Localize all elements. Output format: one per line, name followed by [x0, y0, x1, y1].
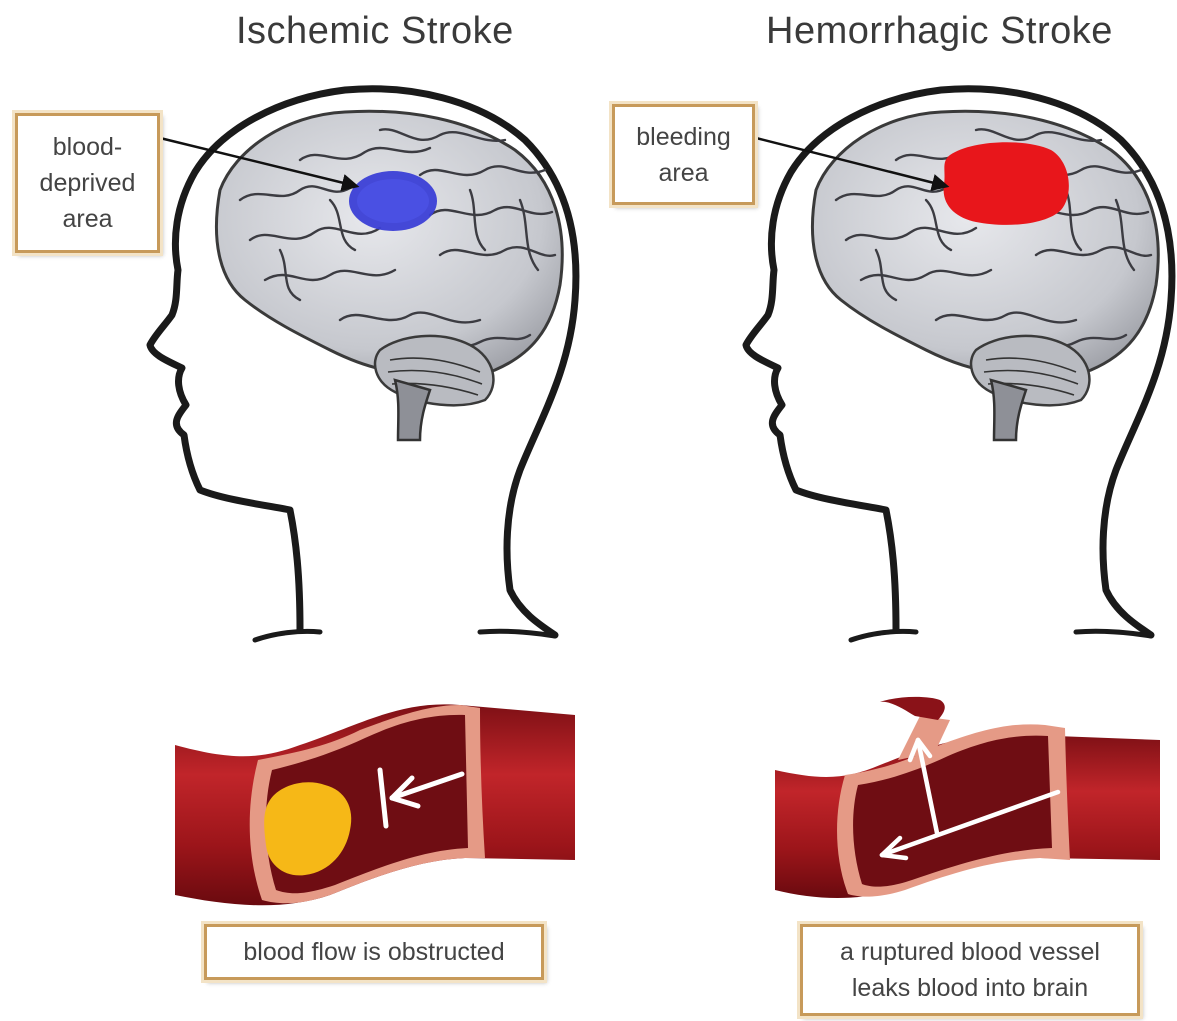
- brain-image: [216, 111, 562, 440]
- label-line-1: blood-: [18, 129, 157, 165]
- label-line-1: bleeding: [615, 119, 752, 155]
- bleeding-spot: [944, 142, 1069, 225]
- blood-leak: [880, 697, 945, 720]
- bleeding-area-label: bleeding area: [612, 104, 755, 205]
- caption-line-2: leaks blood into brain: [803, 970, 1137, 1006]
- ischemic-vessel-caption: blood flow is obstructed: [204, 924, 544, 980]
- ischemic-vessel: [175, 704, 575, 905]
- hemorrhagic-vessel: [775, 697, 1160, 898]
- caption-text: blood flow is obstructed: [207, 934, 541, 970]
- label-line-3: area: [18, 201, 157, 237]
- caption-line-1: a ruptured blood vessel: [803, 934, 1137, 970]
- blood-deprived-label: blood- deprived area: [15, 113, 160, 253]
- hemorrhagic-vessel-caption: a ruptured blood vessel leaks blood into…: [800, 924, 1140, 1016]
- hemorrhagic-head: [746, 89, 1172, 640]
- label-line-2: area: [615, 155, 752, 191]
- ischemic-head: [150, 89, 576, 640]
- label-line-2: deprived: [18, 165, 157, 201]
